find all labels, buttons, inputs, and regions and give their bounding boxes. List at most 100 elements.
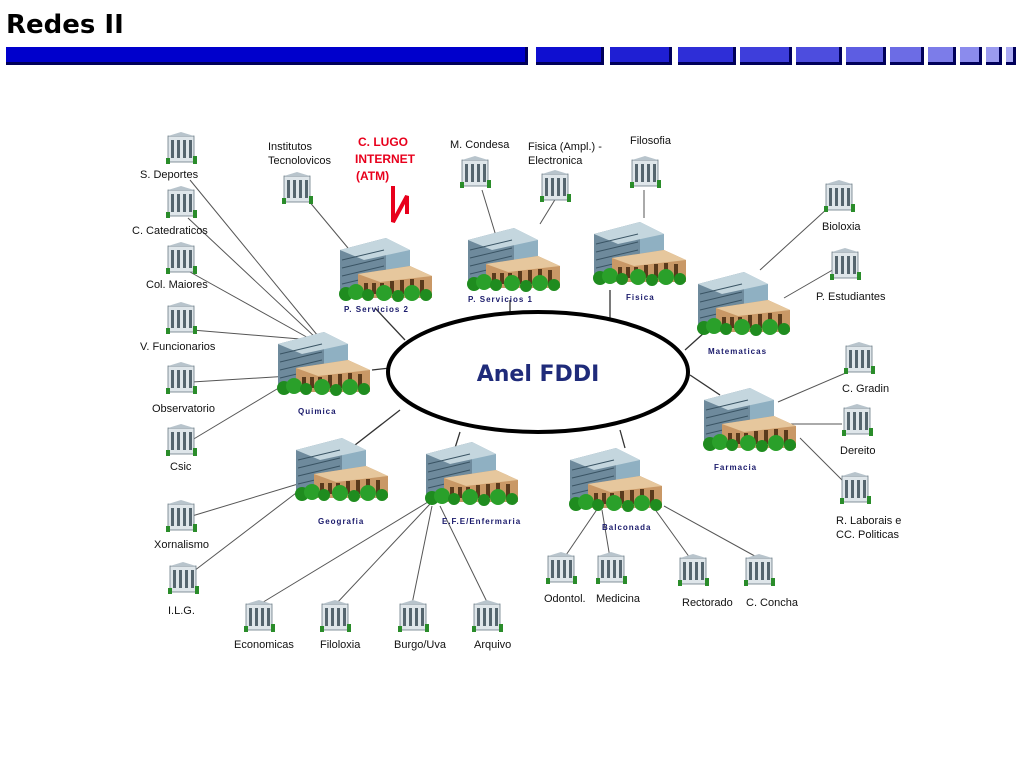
title-bar-segment xyxy=(846,47,886,65)
node-label: I.L.G. xyxy=(168,605,195,617)
node-burgo-uva: Burgo/Uva xyxy=(394,599,447,651)
building-icon xyxy=(696,271,791,337)
building-icon xyxy=(843,341,876,375)
node-col-maiores: Col. Maiores xyxy=(146,241,208,291)
node-label: C. Gradin xyxy=(842,383,889,395)
node-ilg: I.L.G. xyxy=(167,561,200,617)
node-label: Observatorio xyxy=(152,403,215,415)
title-bar-segment xyxy=(928,47,956,65)
building-icon xyxy=(459,155,492,189)
node-label-line-1: Fisica (Ampl.) - xyxy=(528,141,602,153)
building-icon xyxy=(281,171,314,205)
title-bar-segment xyxy=(6,47,528,65)
node-label: Odontol. xyxy=(544,593,586,605)
building-icon xyxy=(165,131,198,165)
title-decoration-bar xyxy=(6,47,1016,67)
node-label: Arquivo xyxy=(474,639,511,651)
node-medicina: Medicina xyxy=(595,551,641,605)
title-bar-segment xyxy=(890,47,924,65)
node-c-catedraticos: C. Catedraticos xyxy=(132,185,208,237)
title-bar-segment xyxy=(610,47,672,65)
node-s-deportes: S. Deportes xyxy=(140,131,199,181)
node-rectorado: Rectorado xyxy=(677,553,733,609)
lightning-icon xyxy=(391,186,409,223)
hub-balconada: Balconada xyxy=(568,447,663,532)
node-label: P. Estudiantes xyxy=(816,291,886,303)
hub-geografia: Geografia xyxy=(294,437,389,526)
hub-label: P. Servicios 2 xyxy=(344,305,409,314)
building-icon xyxy=(165,361,198,395)
internet-label-line-1: C. LUGO xyxy=(358,135,408,149)
hub-label: E.F.E/Enfermaria xyxy=(442,517,521,526)
building-icon xyxy=(165,499,198,533)
title-bar-segment xyxy=(796,47,842,65)
node-p-estudiantes: P. Estudiantes xyxy=(816,247,886,303)
building-icon xyxy=(839,471,872,505)
node-label: Economicas xyxy=(234,639,294,651)
hub-label: Balconada xyxy=(602,523,651,532)
building-icon xyxy=(823,179,856,213)
node-label: Medicina xyxy=(596,593,641,605)
node-r-laborais: R. Laborais e CC. Politicas xyxy=(836,471,901,541)
node-v-funcionarios: V. Funcionarios xyxy=(140,301,216,353)
node-label: Rectorado xyxy=(682,597,733,609)
building-icon xyxy=(743,553,776,587)
hub-efe-enfermaria: E.F.E/Enfermaria xyxy=(424,441,521,526)
node-c-gradin: C. Gradin xyxy=(842,341,889,395)
node-csic: Csic xyxy=(165,423,198,473)
node-label: Csic xyxy=(170,461,192,473)
hub-label: Geografia xyxy=(318,517,364,526)
hub-matematicas: Matematicas xyxy=(696,271,791,356)
node-bioloxia: Bioloxia xyxy=(822,179,861,233)
page-title: Redes II xyxy=(6,10,124,40)
building-icon xyxy=(539,169,572,203)
node-filosofia: Filosofia xyxy=(629,135,672,189)
hub-label: Quimica xyxy=(298,407,337,416)
building-icon xyxy=(466,227,561,293)
title-bar-segment xyxy=(986,47,1002,65)
building-icon xyxy=(167,561,200,595)
node-label: Filosofia xyxy=(630,135,672,147)
hub-p-servicios-2: P. Servicios 2 xyxy=(338,237,433,314)
building-icon xyxy=(595,551,628,585)
building-icon xyxy=(592,221,687,287)
node-label: C. Catedraticos xyxy=(132,225,208,237)
node-odontol: Odontol. xyxy=(544,551,586,605)
node-label: Dereito xyxy=(840,445,875,457)
node-label: Col. Maiores xyxy=(146,279,208,291)
building-icon xyxy=(165,241,198,275)
building-icon xyxy=(702,387,797,453)
hub-label: Farmacia xyxy=(714,463,757,472)
hub-label: Matematicas xyxy=(708,347,767,356)
building-icon xyxy=(545,551,578,585)
node-fisica-ampl: Fisica (Ampl.) - Electronica xyxy=(528,141,602,203)
building-icon xyxy=(397,599,430,633)
hub-farmacia: Farmacia xyxy=(702,387,797,472)
node-label: Filoloxia xyxy=(320,639,361,651)
node-label: C. Concha xyxy=(746,597,799,609)
fddi-ring xyxy=(386,310,690,434)
building-icon xyxy=(276,331,371,397)
hub-p-servicios-1: P. Servicios 1 xyxy=(466,227,561,304)
building-icon xyxy=(243,599,276,633)
node-label: S. Deportes xyxy=(140,169,199,181)
internet-label-line-3: (ATM) xyxy=(356,169,389,183)
building-icon xyxy=(677,553,710,587)
building-icon xyxy=(165,301,198,335)
building-icon xyxy=(841,403,874,437)
node-observatorio: Observatorio xyxy=(152,361,215,415)
title-bar-segment xyxy=(1006,47,1016,65)
node-arquivo: Arquivo xyxy=(471,599,511,651)
node-label-line-2: Tecnolovicos xyxy=(268,155,331,167)
node-label: V. Funcionarios xyxy=(140,341,216,353)
building-icon xyxy=(338,237,433,303)
title-bar-segment xyxy=(740,47,792,65)
node-label: Burgo/Uva xyxy=(394,639,447,651)
building-icon xyxy=(165,185,198,219)
node-label-line-1: Institutos xyxy=(268,141,313,153)
node-filoloxia: Filoloxia xyxy=(319,599,361,651)
node-dereito: Dereito xyxy=(840,403,875,457)
building-icon xyxy=(424,441,519,507)
building-icon xyxy=(568,447,663,513)
